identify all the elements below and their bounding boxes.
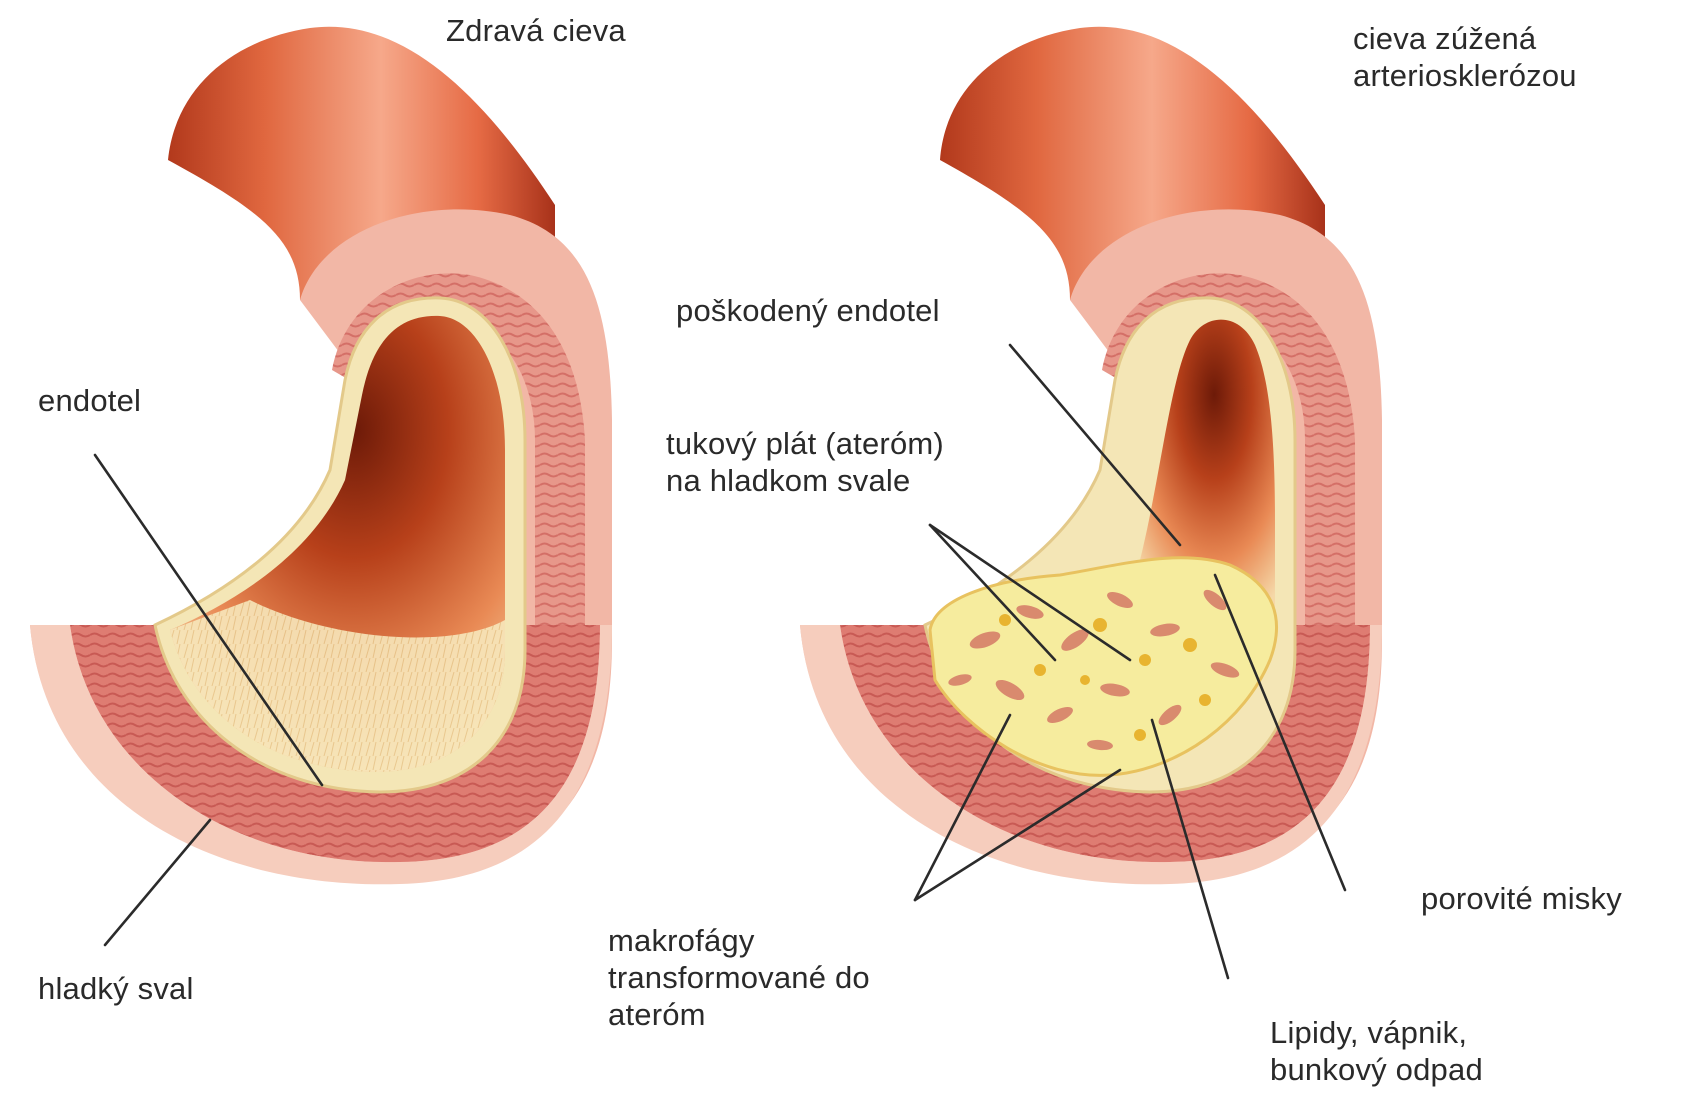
label-makrofagy: makrofágy transformované do ateróm xyxy=(608,922,870,1033)
label-tukovy-plat-line1: tukový plát (ateróm) xyxy=(666,425,944,462)
label-tukovy-plat: tukový plát (ateróm) na hladkom svale xyxy=(666,425,944,499)
label-endotel: endotel xyxy=(38,382,141,419)
narrowed-title-line2: arteriosklerózou xyxy=(1353,57,1577,94)
leader-hladky-sval xyxy=(105,820,210,945)
narrowed-title-line1: cieva zúžená xyxy=(1353,20,1577,57)
label-porovite-misky-text: porovité misky xyxy=(1421,880,1622,917)
label-endotel-text: endotel xyxy=(38,382,141,419)
label-lipidy-line2: bunkový odpad xyxy=(1270,1051,1483,1088)
label-makrofagy-line1: makrofágy xyxy=(608,922,870,959)
label-lipidy: Lipidy, vápnik, bunkový odpad xyxy=(1270,1014,1483,1088)
label-poskodeny-endotel-text: poškodený endotel xyxy=(676,292,940,329)
narrowed-vessel-title: cieva zúžená arteriosklerózou xyxy=(1353,20,1577,94)
healthy-title-text: Zdravá cieva xyxy=(446,12,626,49)
label-makrofagy-line3: ateróm xyxy=(608,996,870,1033)
label-tukovy-plat-line2: na hladkom svale xyxy=(666,462,944,499)
label-porovite-misky: porovité misky xyxy=(1421,880,1622,917)
label-hladky-sval-text: hladký sval xyxy=(38,970,194,1007)
label-lipidy-line1: Lipidy, vápnik, xyxy=(1270,1014,1483,1051)
healthy-vessel-title: Zdravá cieva xyxy=(446,12,626,49)
label-hladky-sval: hladký sval xyxy=(38,970,194,1007)
label-poskodeny-endotel: poškodený endotel xyxy=(676,292,940,329)
label-makrofagy-line2: transformované do xyxy=(608,959,870,996)
